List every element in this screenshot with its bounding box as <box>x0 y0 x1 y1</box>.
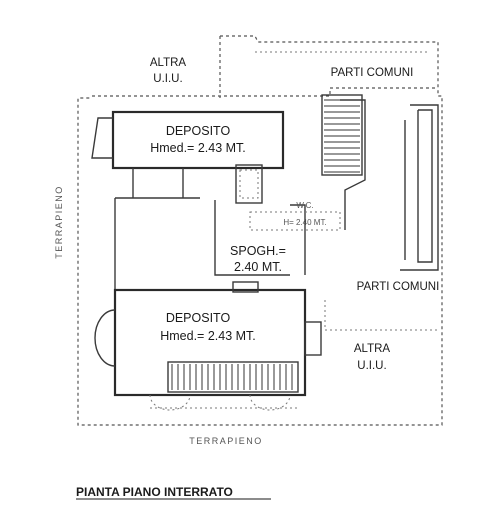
parti-comuni-right-label: PARTI COMUNI <box>357 281 440 293</box>
altra-uiu-top-label-2: U.I.U. <box>153 73 182 85</box>
deposito-bottom-label: DEPOSITO <box>166 311 231 325</box>
deposito-top-height-label: Hmed.= 2.43 MT. <box>150 141 246 155</box>
altra-uiu-top-label: ALTRA <box>150 57 187 69</box>
deposito-top-label: DEPOSITO <box>166 124 231 138</box>
deposito-bottom-height-label: Hmed.= 2.43 MT. <box>160 329 256 343</box>
stairs-top <box>321 94 363 176</box>
terrapieno-bottom-label: TERRAPIENO <box>189 436 263 446</box>
parti-comuni-top-label: PARTI COMUNI <box>331 67 414 79</box>
central-corridor <box>214 164 341 276</box>
spogh-height-label: 2.40 MT. <box>234 260 282 274</box>
wc-label: W.C. <box>296 201 313 210</box>
deposito-bottom-room <box>94 281 322 411</box>
altra-uiu-right-label: ALTRA <box>354 343 391 355</box>
right-corridor <box>340 99 439 271</box>
spogh-label: SPOGH.= <box>230 244 286 258</box>
stairs-bottom <box>167 361 299 393</box>
altra-uiu-right-label-2: U.I.U. <box>357 360 386 372</box>
wc-height-label: H= 2.40 MT. <box>283 218 326 227</box>
terrapieno-left-label: TERRAPIENO <box>54 185 64 259</box>
deposito-top-room <box>91 110 285 290</box>
plan-title: PIANTA PIANO INTERRATO <box>76 485 233 499</box>
property-boundary <box>77 35 443 426</box>
